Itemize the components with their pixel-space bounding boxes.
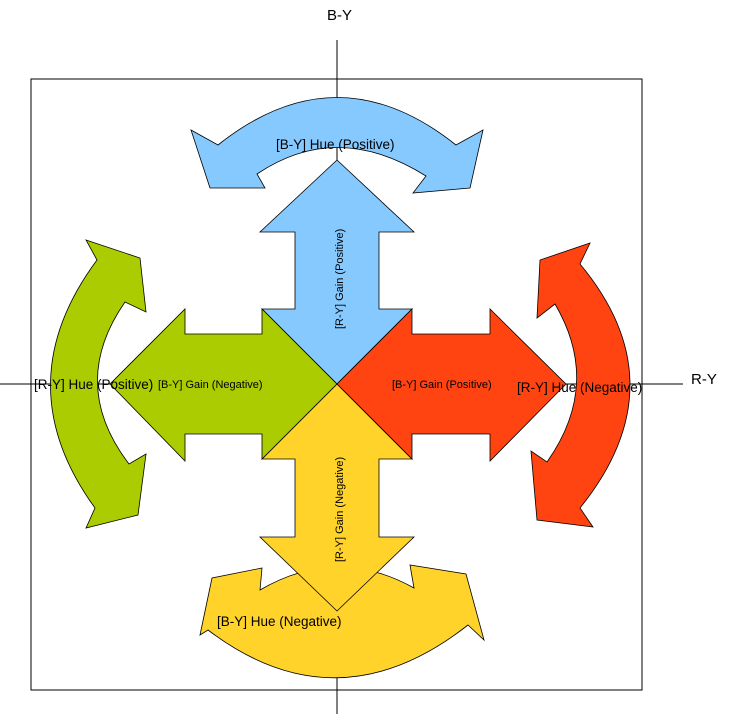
- hue-label-left: [R-Y] Hue (Positive): [34, 377, 153, 392]
- hue-arc-right: [530, 242, 631, 528]
- hue-arc-bottom: [199, 564, 485, 679]
- hue-label-bottom: [B-Y] Hue (Negative): [217, 614, 342, 629]
- hue-arc-left: [50, 239, 147, 529]
- gain-arrow-right: [336, 308, 567, 462]
- axis-label-r-y: R-Y: [691, 371, 717, 388]
- gain-arrow-down: [259, 383, 415, 612]
- gain-label-left: [B-Y] Gain (Negative): [158, 379, 263, 391]
- axis-label-b-y: B-Y: [327, 7, 352, 24]
- gain-label-down: [R-Y] Gain (Negative): [334, 457, 346, 562]
- hue-arc-top: [190, 97, 484, 194]
- gain-label-up: [R-Y] Gain (Positive): [334, 229, 346, 329]
- hue-label-top: [B-Y] Hue (Positive): [276, 137, 395, 152]
- gain-label-right: [B-Y] Gain (Positive): [392, 379, 492, 391]
- hue-label-right: [R-Y] Hue (Negative): [517, 380, 642, 395]
- gain-arrow-left: [109, 308, 338, 462]
- gain-arrow-up: [258, 159, 416, 385]
